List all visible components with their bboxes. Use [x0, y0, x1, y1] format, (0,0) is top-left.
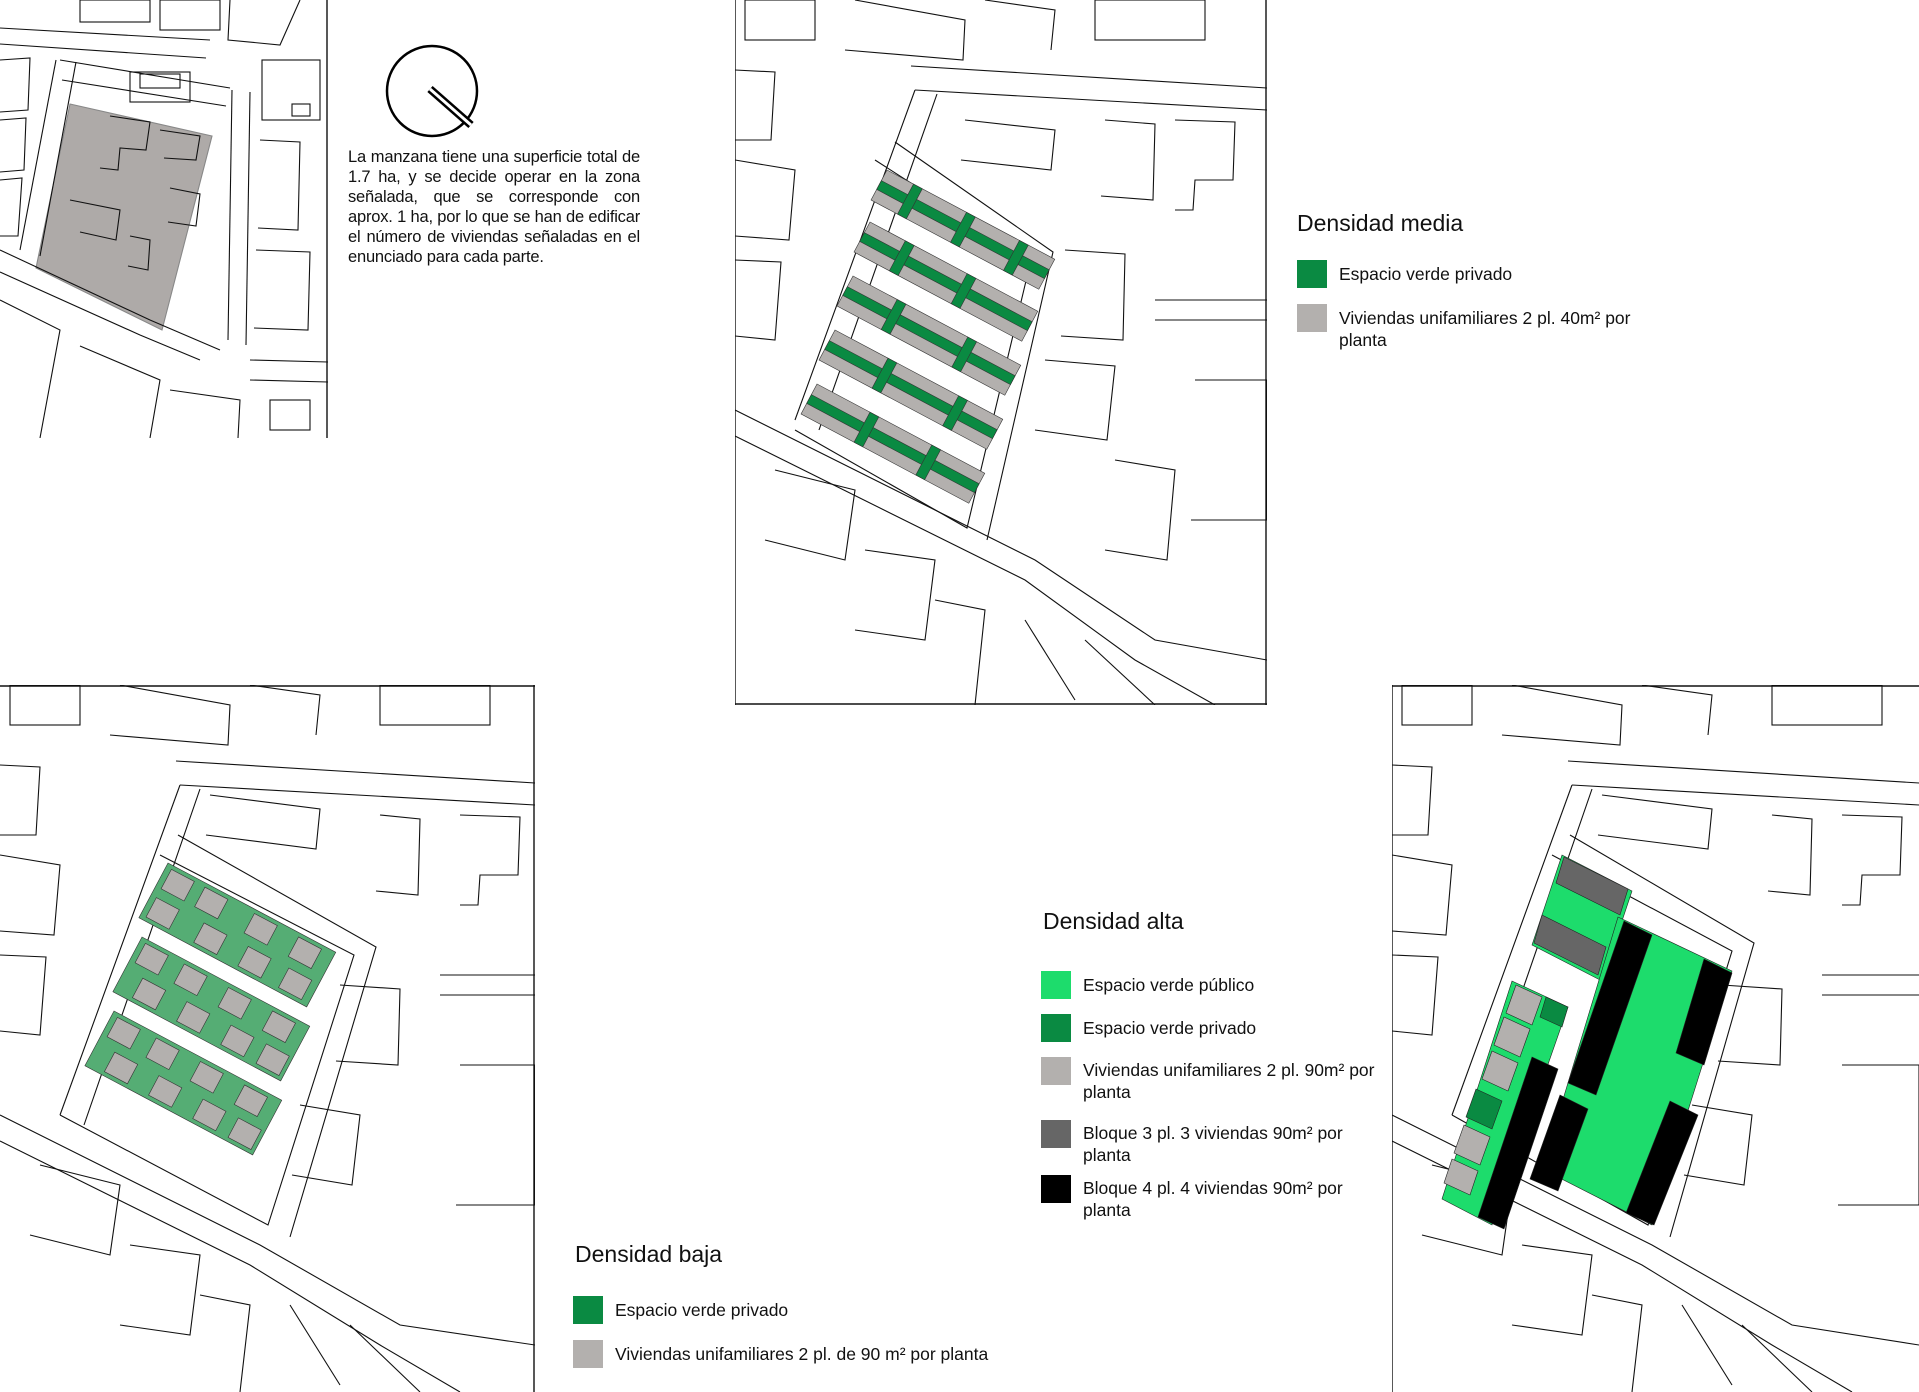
north-arrow-icon — [385, 44, 479, 138]
legend-media-title: Densidad media — [1297, 210, 1464, 236]
low-density-plan — [0, 685, 535, 1392]
legend-alta-label-block3: Bloque 3 pl. 3 viviendas 90m² por planta — [1083, 1123, 1343, 1165]
situation-map-svg — [0, 0, 328, 438]
legend-baja-title: Densidad baja — [575, 1241, 723, 1267]
high-density-plan — [1392, 685, 1919, 1392]
legend-media-item-houses: Viviendas unifamiliares 2 pl. 40m² por p… — [1297, 304, 1657, 351]
legend-alta-swatch-block4 — [1041, 1175, 1071, 1203]
legend-alta-swatch-houses — [1041, 1057, 1071, 1085]
legend-alta-swatch-public — [1041, 971, 1071, 999]
high-density-map-svg — [1392, 685, 1919, 1392]
legend-baja-label-green: Espacio verde privado — [615, 1300, 789, 1320]
legend-alta-swatch-private — [1041, 1014, 1071, 1042]
legend-alta-item-private: Espacio verde privado — [1041, 1014, 1381, 1042]
legend-alta-swatch-block3 — [1041, 1120, 1071, 1148]
high-density-blocks — [1441, 854, 1733, 1230]
legend-baja-swatch-green — [573, 1296, 603, 1324]
legend-alta-label-public: Espacio verde público — [1083, 975, 1255, 995]
situation-plan — [0, 0, 328, 438]
legend-alta-item-block4: Bloque 4 pl. 4 viviendas 90m² por planta — [1041, 1175, 1381, 1221]
low-density-rows — [84, 862, 337, 1156]
legend-alta-label-houses: Viviendas unifamiliares 2 pl. 90m² por p… — [1083, 1060, 1375, 1102]
legend-baja-item-houses: Viviendas unifamiliares 2 pl. de 90 m² p… — [573, 1340, 1053, 1368]
site-area — [35, 103, 213, 331]
intro-paragraph: La manzana tiene una superficie total de… — [348, 148, 640, 266]
legend-alta-item-block3: Bloque 3 pl. 3 viviendas 90m² por planta — [1041, 1120, 1381, 1166]
medium-density-plan — [735, 0, 1267, 705]
legend-media-swatch-green — [1297, 260, 1327, 288]
low-density-map-svg — [0, 685, 535, 1392]
legend-alta-label-block4: Bloque 4 pl. 4 viviendas 90m² por planta — [1083, 1178, 1343, 1220]
legend-alta-label-private: Espacio verde privado — [1083, 1018, 1257, 1038]
legend-alta-title: Densidad alta — [1043, 908, 1184, 934]
legend-baja-item-green: Espacio verde privado — [573, 1296, 1053, 1324]
legend-media-item-green: Espacio verde privado — [1297, 260, 1657, 288]
medium-density-rows — [800, 169, 1056, 504]
legend-alta-item-public: Espacio verde público — [1041, 971, 1381, 999]
legend-alta-item-houses: Viviendas unifamiliares 2 pl. 90m² por p… — [1041, 1057, 1381, 1103]
legend-baja-swatch-houses — [573, 1340, 603, 1368]
legend-media-label-green: Espacio verde privado — [1339, 264, 1513, 284]
legend-media-swatch-houses — [1297, 304, 1327, 332]
medium-density-map-svg — [735, 0, 1267, 705]
legend-baja-label-houses: Viviendas unifamiliares 2 pl. de 90 m² p… — [615, 1344, 989, 1364]
legend-media-label-houses: Viviendas unifamiliares 2 pl. 40m² por p… — [1339, 308, 1631, 350]
